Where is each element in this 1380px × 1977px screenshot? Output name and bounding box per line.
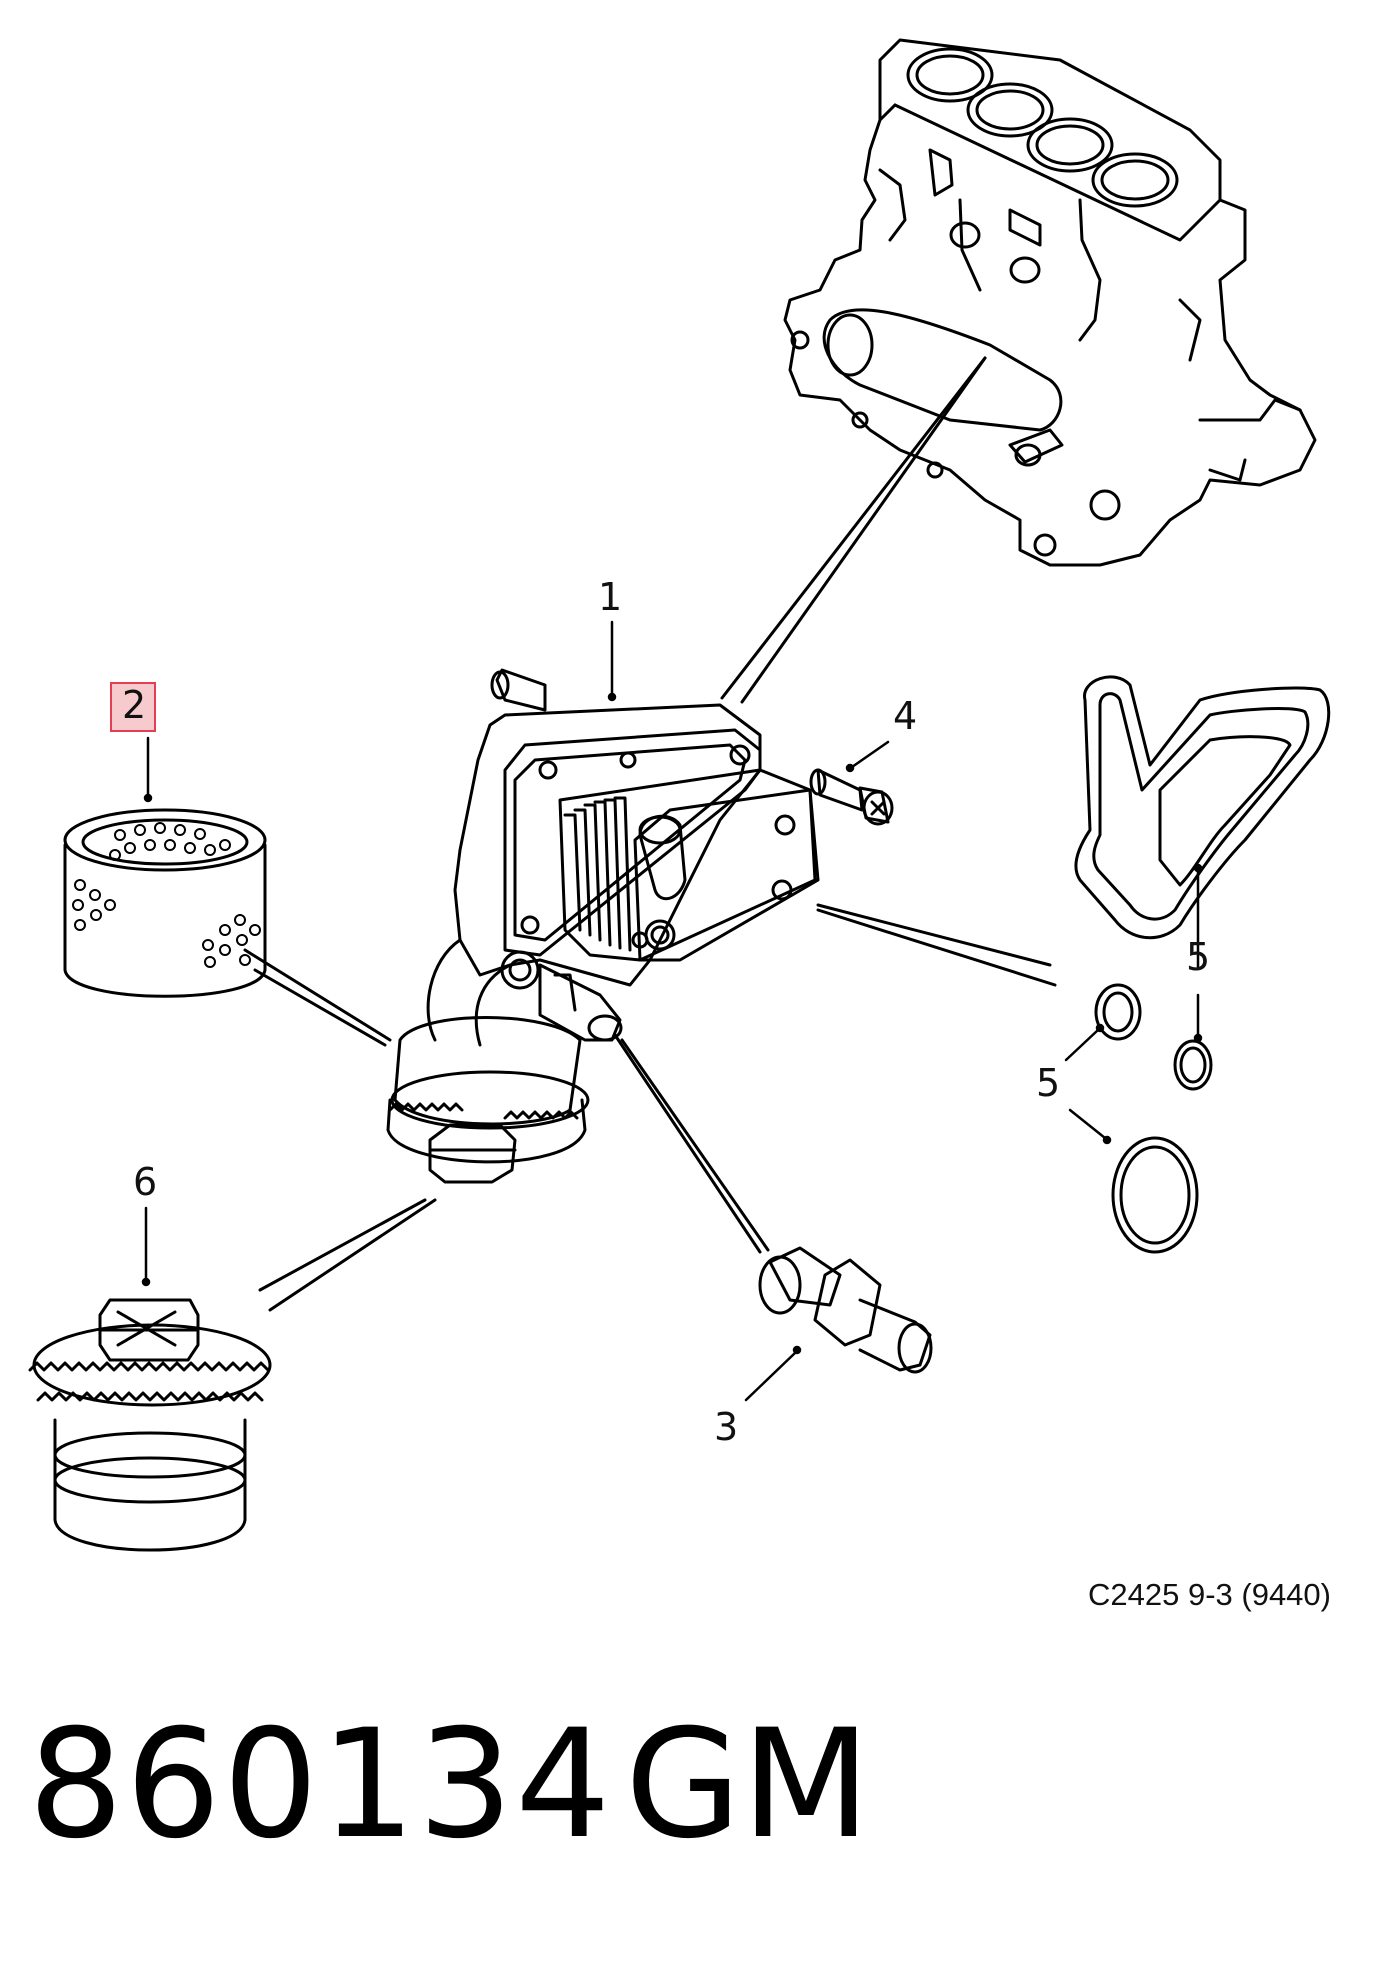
- seal-ring-small-2: [1173, 1039, 1213, 1091]
- callout-5-gasket[interactable]: 5: [1186, 935, 1211, 979]
- callout-6[interactable]: 6: [133, 1160, 158, 1204]
- mounting-bolt: [809, 768, 894, 826]
- callout-1[interactable]: 1: [598, 575, 623, 619]
- brand-name: GM: [625, 1698, 871, 1872]
- housing-leader-lines: [243, 903, 1057, 1312]
- diagram-code: C2425 9-3 (9440): [1088, 1577, 1331, 1612]
- oil-filter-housing: [386, 1016, 590, 1184]
- block-to-cooler-leader: [720, 356, 987, 704]
- part-number: 860134: [28, 1698, 613, 1872]
- cooler-fins: [558, 768, 817, 962]
- housing-sensor-stud: [538, 963, 623, 1042]
- callout-2[interactable]: 2: [110, 682, 157, 732]
- callout-leaders: [141, 620, 1203, 1402]
- callout-4[interactable]: 4: [893, 694, 918, 738]
- engine-block: [783, 38, 1317, 567]
- oil-pressure-sensor: [758, 1246, 933, 1374]
- seal-ring-small-1: [1094, 983, 1142, 1041]
- oil-filter-cap: [28, 1298, 272, 1552]
- callout-5-seals[interactable]: 5: [1036, 1061, 1061, 1105]
- seal-ring-large: [1111, 1136, 1199, 1254]
- callout-3[interactable]: 3: [714, 1405, 739, 1449]
- oil-filter-element: [63, 808, 267, 998]
- oil-cooler-housing: [426, 668, 820, 1047]
- cooler-gasket: [1074, 675, 1331, 940]
